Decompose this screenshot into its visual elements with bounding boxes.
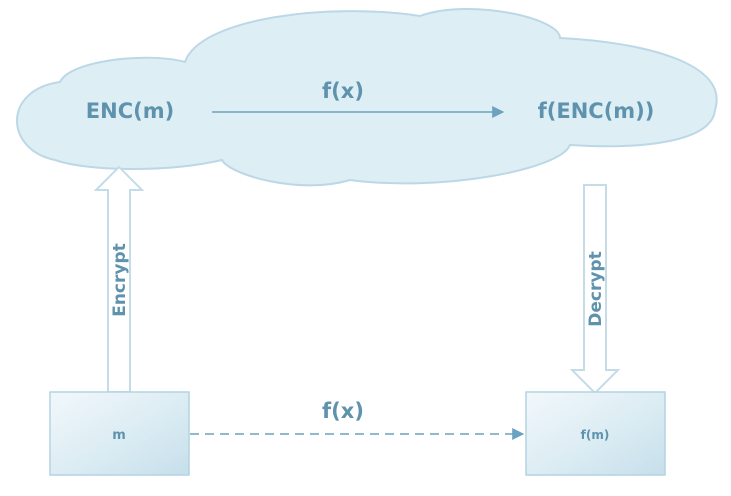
decrypt-arrow: Decrypt: [569, 184, 621, 395]
encrypt-label: Encrypt: [110, 243, 130, 317]
decrypt-label: Decrypt: [586, 251, 606, 326]
encrypted-result-label: f(ENC(m)): [538, 99, 655, 123]
result-label: f(m): [581, 428, 610, 442]
plaintext-box: m: [49, 391, 190, 476]
encrypt-arrow: Encrypt: [93, 165, 145, 393]
result-box: f(m): [525, 391, 666, 476]
cloud-shape: [16, 8, 718, 187]
cloud: [16, 8, 718, 187]
encrypted-message-label: ENC(m): [86, 99, 174, 123]
cloud-function-label: f(x): [322, 79, 364, 103]
plaintext-function-label: f(x): [322, 399, 364, 423]
plaintext-label: m: [112, 428, 126, 443]
